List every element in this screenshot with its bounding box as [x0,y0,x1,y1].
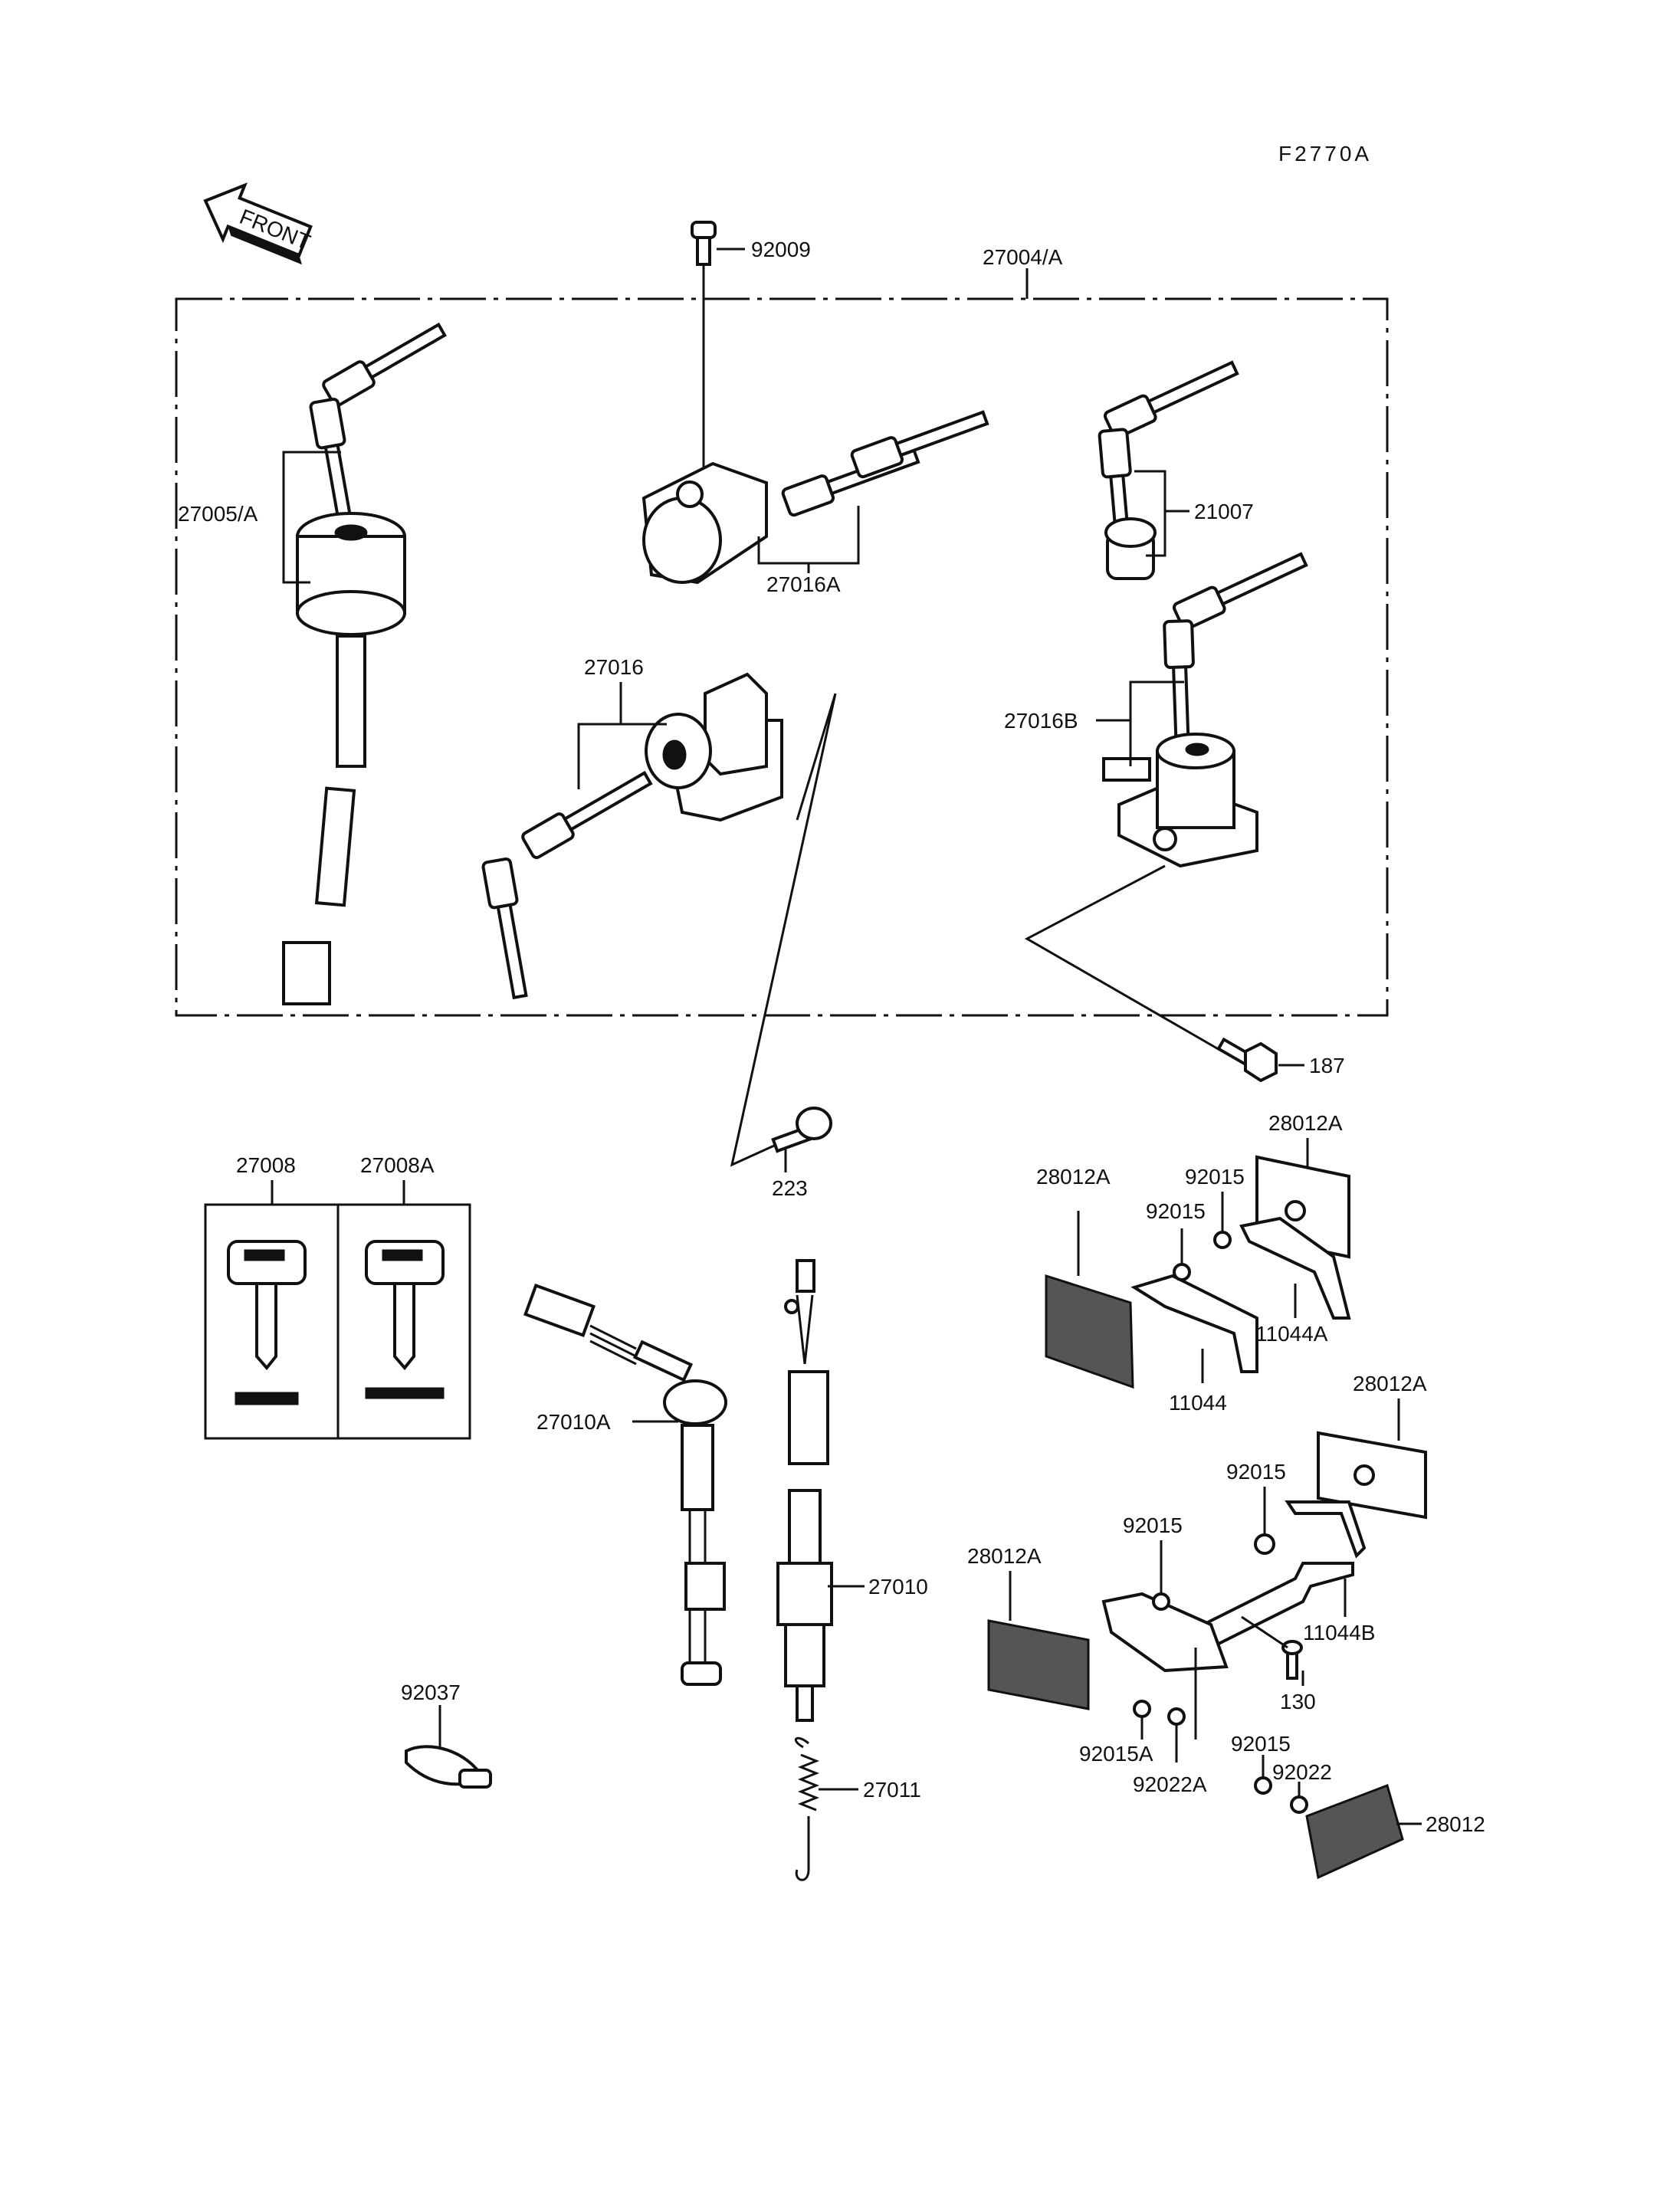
key-icon [1163,619,1195,753]
label-92022A: 92022A [1133,1772,1207,1796]
screw-92009 [691,221,745,467]
front-arrow-icon: FRONT [203,182,313,265]
label-28012A-4: 28012A [967,1544,1042,1568]
bolt-187 [1216,1037,1278,1083]
label-27005A: 27005/A [178,502,258,526]
label-92037: 92037 [401,1681,461,1704]
label-27004A: 27004/A [983,245,1063,269]
label-187: 187 [1309,1054,1345,1077]
washer-92022 [1290,1795,1308,1814]
label-27011: 27011 [863,1778,921,1802]
grommet-92015-d [1152,1592,1170,1611]
label-28012A-1: 28012A [1036,1165,1111,1189]
switch-27010A [523,1283,727,1686]
diagram-code: F2770A [1278,142,1372,166]
key-icon [521,770,653,859]
label-27016B: 27016B [1004,709,1078,733]
key-icon [481,857,528,1000]
key-icon [1103,360,1239,439]
label-21007: 21007 [1194,500,1254,523]
screw-130 [1281,1640,1303,1680]
lock-27016 [481,672,783,1000]
label-130: 130 [1280,1690,1316,1713]
key-icon [322,322,447,407]
label-27016: 27016 [584,655,644,679]
lock-cylinder-21007 [1098,360,1239,580]
grommet-92015-c [1254,1533,1275,1555]
lock-27016A [641,410,989,585]
reflector-28012 [1305,1784,1404,1880]
grommet-92015-b [1213,1231,1232,1249]
switch-27010 [776,1259,833,1722]
label-92009: 92009 [751,238,811,261]
key-blank-27008 [227,1240,307,1405]
key-blank-27008A [365,1240,445,1399]
reflector-28012A-lower-right [1317,1431,1427,1520]
key-icon [1172,552,1308,631]
label-28012A-3: 28012A [1353,1372,1427,1395]
label-28012A-2: 28012A [1268,1111,1343,1135]
grommet-92015A [1133,1700,1151,1718]
label-27010: 27010 [868,1575,928,1599]
washer-92022A [1167,1707,1186,1726]
label-92015-4: 92015 [1123,1513,1183,1537]
reflector-28012A-upper-left [1045,1274,1134,1389]
clamp-92037 [405,1745,492,1789]
label-92015A: 92015A [1079,1742,1153,1766]
key-icon [850,410,989,479]
label-27016A: 27016A [766,572,841,596]
grommet-92015-e [1254,1776,1272,1795]
label-11044B: 11044B [1303,1621,1375,1644]
label-11044: 11044 [1169,1391,1227,1415]
label-27008: 27008 [236,1153,296,1177]
reflector-28012A-lower-left [987,1619,1090,1710]
label-27008A: 27008A [360,1153,435,1177]
label-92015-2: 92015 [1185,1165,1245,1189]
label-27010A: 27010A [536,1410,611,1434]
label-223: 223 [772,1176,808,1200]
label-28012: 28012 [1426,1812,1485,1836]
grommet-92015-a [1173,1263,1191,1281]
label-92022: 92022 [1272,1760,1332,1784]
bracket-11044A [1239,1216,1351,1320]
screw-223 [771,1107,832,1153]
bracket-11044 [1130,1274,1258,1373]
assembly-frame [175,297,1389,1017]
label-92015-5: 92015 [1231,1732,1291,1756]
bracket-11044B [1200,1500,1367,1646]
spring-27011 [794,1736,820,1881]
key-icon [309,397,354,533]
label-92015-3: 92015 [1226,1460,1286,1484]
label-92015-1: 92015 [1146,1199,1206,1223]
ignition-switch-27005A [282,322,447,1005]
ignition-lock-27016B [1102,552,1308,868]
label-11044A: 11044A [1255,1322,1328,1346]
